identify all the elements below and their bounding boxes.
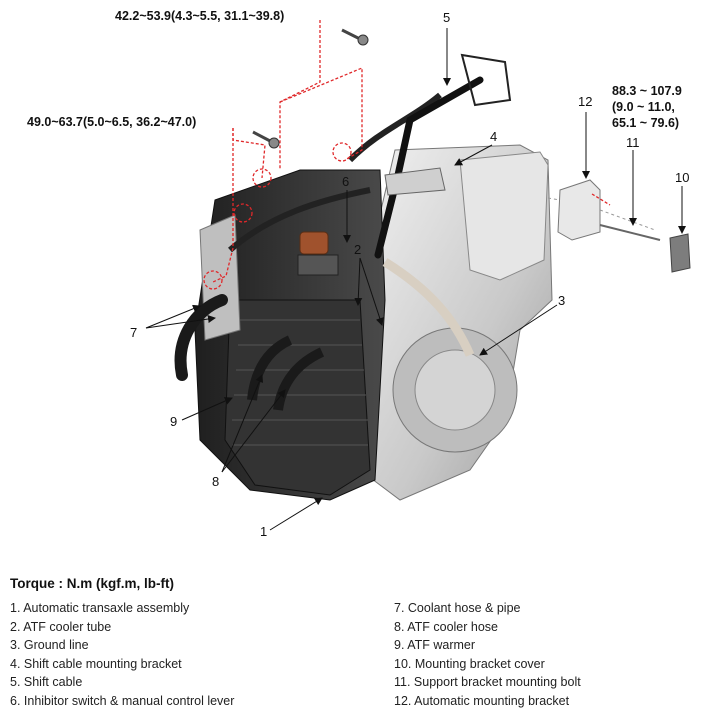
legend-item: 6. Inhibitor switch & manual control lev… bbox=[10, 693, 235, 708]
legend-item: 3. Ground line bbox=[10, 638, 89, 653]
callout-2: 2 bbox=[354, 242, 361, 257]
legend-item: 12. Automatic mounting bracket bbox=[394, 693, 570, 708]
legend-left-column: 1. Automatic transaxle assembly 2. ATF c… bbox=[10, 599, 394, 711]
legend-item: 11. Support bracket mounting bolt bbox=[394, 675, 581, 690]
torque-upper-bolt: 42.2~53.9(4.3~5.5, 31.1~39.8) bbox=[115, 9, 284, 23]
callout-3: 3 bbox=[558, 293, 565, 308]
torque-bracket-line2: (9.0 ~ 11.0, bbox=[612, 100, 675, 114]
callout-4: 4 bbox=[490, 129, 497, 144]
legend: Torque : N.m (kgf.m, lb-ft) 1. Automatic… bbox=[10, 576, 700, 711]
leader-lines bbox=[145, 28, 686, 531]
bolt-lower bbox=[252, 130, 280, 149]
legend-title: Torque : N.m (kgf.m, lb-ft) bbox=[10, 576, 174, 591]
torque-dashed-leaders bbox=[203, 20, 611, 290]
transaxle-assembly bbox=[174, 53, 553, 501]
torque-bracket-line1: 88.3 ~ 107.9 bbox=[612, 84, 682, 98]
torque-bracket-line3: 65.1 ~ 79.6) bbox=[612, 116, 679, 130]
callout-11: 11 bbox=[626, 135, 640, 150]
callout-8: 8 bbox=[212, 474, 219, 489]
callout-1: 1 bbox=[260, 524, 267, 539]
callout-5: 5 bbox=[443, 10, 450, 25]
legend-columns: 1. Automatic transaxle assembly 2. ATF c… bbox=[10, 599, 700, 711]
legend-item: 7. Coolant hose & pipe bbox=[394, 601, 521, 615]
legend-item: 1. Automatic transaxle assembly bbox=[10, 601, 190, 615]
torque-lower-bolt: 49.0~63.7(5.0~6.5, 36.2~47.0) bbox=[27, 115, 196, 129]
legend-item: 4. Shift cable mounting bracket bbox=[10, 656, 182, 671]
transaxle-diagram: 42.2~53.9(4.3~5.5, 31.1~39.8) 49.0~63.7(… bbox=[27, 9, 691, 539]
legend-item: 2. ATF cooler tube bbox=[10, 619, 112, 634]
callout-6: 6 bbox=[342, 174, 349, 189]
legend-item: 10. Mounting bracket cover bbox=[394, 656, 545, 671]
bolt-upper bbox=[341, 28, 369, 46]
callout-7: 7 bbox=[130, 325, 137, 340]
legend-right-column: 7. Coolant hose & pipe 8. ATF cooler hos… bbox=[394, 599, 581, 711]
callout-9: 9 bbox=[170, 414, 177, 429]
legend-item: 8. ATF cooler hose bbox=[394, 619, 498, 634]
callout-10: 10 bbox=[675, 170, 689, 185]
callout-12: 12 bbox=[578, 94, 592, 109]
legend-item: 9. ATF warmer bbox=[394, 638, 476, 653]
legend-item: 5. Shift cable bbox=[10, 675, 83, 690]
mounting-bracket-assembly bbox=[547, 179, 691, 273]
